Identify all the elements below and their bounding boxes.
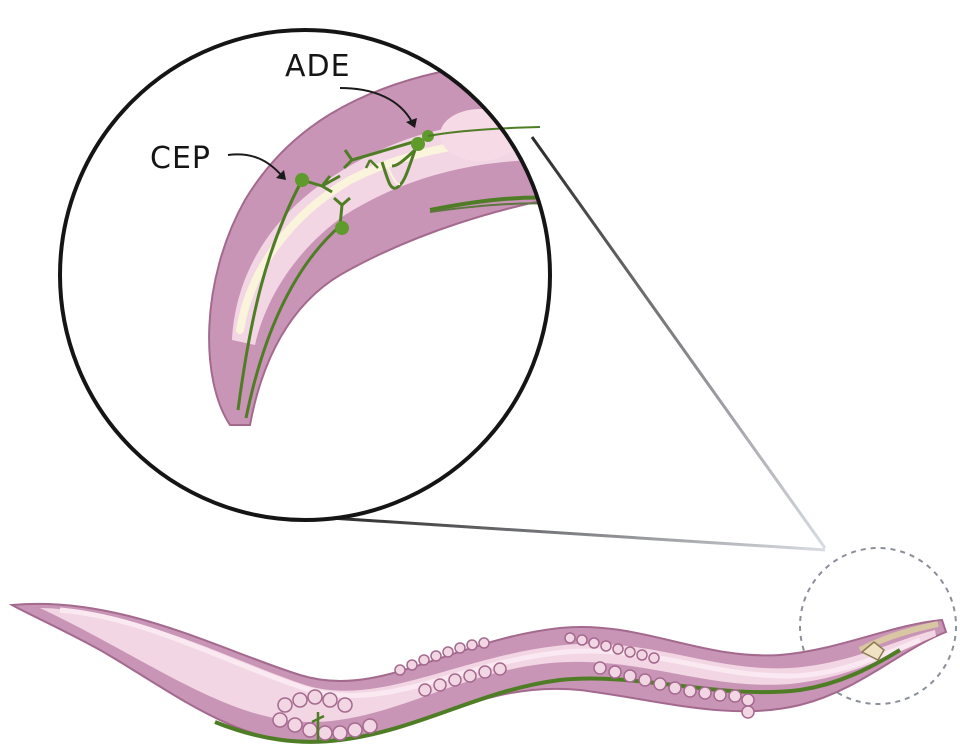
zoom-inset: CEP ADE: [60, 30, 600, 520]
worm-full-body: [12, 604, 946, 743]
ade-label: ADE: [285, 49, 351, 84]
cep-label: CEP: [150, 141, 211, 176]
neuron-cell-body-icon: [295, 173, 309, 187]
